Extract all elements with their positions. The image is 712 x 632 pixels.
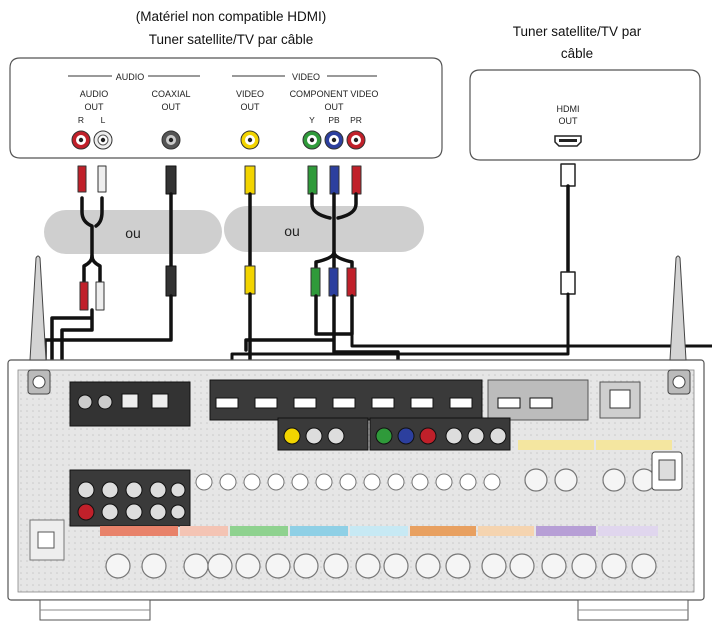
or-pill-audio bbox=[44, 210, 222, 254]
rca-jack-pb-icon bbox=[324, 130, 344, 150]
audio-out-label-2: OUT bbox=[85, 102, 105, 112]
audio-group-label: AUDIO bbox=[116, 72, 145, 82]
audio-cable-upper bbox=[80, 196, 104, 258]
av-receiver bbox=[7, 255, 705, 621]
pr-label: PR bbox=[350, 115, 362, 125]
rca-jack-video-icon bbox=[240, 130, 260, 150]
or-label-audio: ou bbox=[125, 225, 141, 241]
source-device-left: AUDIO VIDEO AUDIO OUT R L COAXIAL OUT VI… bbox=[9, 57, 443, 159]
right-heading-line2: câble bbox=[560, 46, 594, 61]
rca-jack-audio-r-icon bbox=[71, 130, 91, 150]
rca-jack-y-icon bbox=[302, 130, 322, 150]
antenna-left-icon bbox=[27, 255, 51, 395]
r-label: R bbox=[78, 115, 84, 125]
or-label-video: ou bbox=[284, 223, 300, 239]
rca-jack-audio-l-icon bbox=[93, 130, 113, 150]
video-group-label: VIDEO bbox=[292, 72, 320, 82]
video-out-label-2: OUT bbox=[241, 102, 261, 112]
coaxial-out-label-1: COAXIAL bbox=[151, 89, 190, 99]
component-out-label-2: OUT bbox=[325, 102, 345, 112]
right-heading-line1: Tuner satellite/TV par bbox=[512, 24, 642, 39]
rca-jack-coaxial-icon bbox=[161, 130, 181, 150]
coaxial-out-label-2: OUT bbox=[162, 102, 182, 112]
pb-label: PB bbox=[328, 115, 340, 125]
hdmi-out-label-2: OUT bbox=[559, 116, 579, 126]
antenna-right-icon bbox=[667, 255, 691, 395]
or-pill-video bbox=[224, 206, 424, 252]
rca-jack-pr-icon bbox=[346, 130, 366, 150]
left-heading-line1: (Matériel non compatible HDMI) bbox=[135, 9, 327, 24]
audio-out-label-1: AUDIO bbox=[80, 89, 109, 99]
source-device-right: HDMI OUT bbox=[469, 69, 701, 161]
l-label: L bbox=[101, 115, 106, 125]
hdmi-port-icon bbox=[554, 135, 582, 147]
y-label: Y bbox=[309, 115, 315, 125]
hdmi-out-label-1: HDMI bbox=[557, 104, 580, 114]
component-out-label-1: COMPONENT VIDEO bbox=[290, 89, 379, 99]
left-heading-line2: Tuner satellite/TV par câble bbox=[148, 32, 314, 47]
video-out-label-1: VIDEO bbox=[236, 89, 264, 99]
